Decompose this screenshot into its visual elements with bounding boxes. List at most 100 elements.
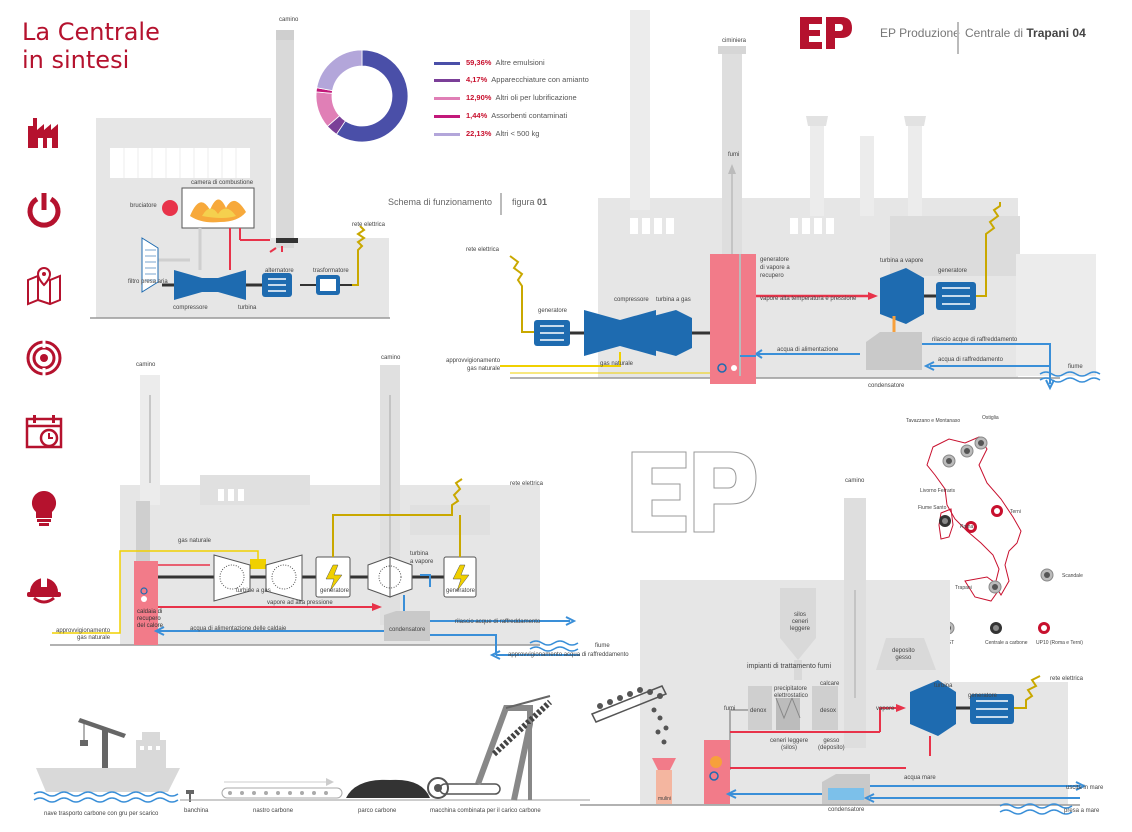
title-line-1: La Centrale [22, 18, 160, 46]
d2-gvr-line-2: di vapore a [760, 265, 790, 271]
page-title: La Centrale in sintesi [22, 18, 160, 74]
map-pin-icon[interactable] [24, 266, 64, 306]
city-trapani: Trapani [955, 585, 972, 591]
coal-parco-label: parco carbone [358, 808, 397, 814]
legend-swatch [434, 61, 460, 65]
d3-camino1-label: camino [136, 362, 156, 368]
city-terni: Terni [1010, 509, 1021, 515]
d3-alim-label: acqua di alimentazione delle caldaie [190, 626, 287, 632]
d4-presa-label: presa a mare [1064, 808, 1100, 814]
d4-desox-label: desox [820, 708, 837, 714]
legend-label: Altre emulsioni [495, 58, 545, 67]
d2-condensatore-label: condensatore [868, 383, 905, 389]
d2-turbina-vapore-label: turbina a vapore [880, 258, 924, 264]
d2-acqua-alim-label: acqua di alimentazione [777, 347, 839, 353]
d4-turbina-label: turbina [934, 683, 953, 689]
map-legend-carbone: Centrale a carbone [985, 640, 1028, 646]
d3-fiume-label: fiume [595, 643, 610, 649]
marker-terni [991, 505, 1003, 517]
plant-prefix: Centrale di [965, 26, 1024, 40]
target-icon[interactable] [24, 338, 64, 378]
legend-percent: 4,17% [466, 75, 488, 84]
d2-acqua-raff-label: acqua di raffreddamento [938, 357, 1003, 363]
d4-fumi-label: fumi [724, 706, 736, 712]
d2-rete1-label: rete elettrica [466, 247, 500, 253]
power-icon[interactable] [24, 190, 64, 230]
d4-acqua-mare-label: acqua mare [904, 775, 936, 781]
d2-ciminiera-label: ciminiera [722, 38, 747, 44]
d3-camino2-label: camino [381, 355, 401, 361]
d4-silos-line-2: ceneri [791, 619, 809, 625]
d3-rete-label: rete elettrica [510, 481, 544, 487]
d1-camera-label: camera di combustione [191, 180, 254, 186]
d1-rete-label: rete elettrica [352, 222, 386, 228]
d2-approv-line-2: gas naturale [467, 366, 501, 372]
d4-rete-label: rete elettrica [1050, 676, 1084, 682]
d4-ceneri-line-2: (silos) [781, 745, 798, 751]
marker-ostiglia [974, 436, 988, 450]
plant-number: 04 [1072, 26, 1086, 40]
d3-turbina-vap-label: turbina a vapore [410, 550, 433, 566]
legend-row-2: 4,17%Apparecchiature con amianto [434, 75, 589, 87]
d4-deposito-label: deposito gesso [892, 648, 915, 662]
calendar-clock-icon[interactable] [24, 412, 64, 452]
d3-approv-line-2: gas naturale [77, 635, 111, 641]
legend-swatch [434, 78, 460, 82]
coal-handling-diagram [33, 695, 590, 803]
legend-percent: 22,13% [466, 129, 492, 138]
hard-hat-icon[interactable] [24, 566, 64, 606]
waste-donut-chart [315, 49, 409, 143]
legend-label: Altri oli per lubrificazione [495, 93, 577, 102]
d3-gas-label: gas naturale [178, 538, 212, 544]
ep-outline-logo [631, 451, 757, 533]
d4-silos-line-1: silos [794, 612, 807, 618]
marker-roma [965, 521, 977, 533]
d3-caldaia-line-1: caldaia di [137, 609, 163, 615]
coal-nave-label: nave trasporto carbone con gru per scari… [44, 811, 159, 817]
d4-camino-label: camino [845, 478, 865, 484]
legend-row-5: 22,13%Altri < 500 kg [434, 129, 539, 141]
city-tavazzano: Tavazzano e Montanaso [906, 418, 961, 424]
legend-percent: 12,90% [466, 93, 492, 102]
city-roma: Roma [960, 524, 974, 530]
d2-fumi-label: fumi [728, 152, 740, 158]
d1-compressore-label: compressore [173, 305, 208, 311]
marker-scandale [1040, 568, 1054, 582]
legend-row-3: 12,90%Altri oli per lubrificazione [434, 93, 577, 105]
d2-generatore1-label: generatore [538, 308, 568, 314]
d4-generatore-label: generatore [968, 693, 998, 699]
d4-uscita-label: uscita in mare [1066, 785, 1104, 791]
coal-macchina-label: macchina combinata per il carico carbone [430, 808, 541, 814]
italy-map [926, 436, 1022, 602]
d4-silos-label: silos ceneri leggere [790, 612, 810, 633]
d4-deposito-line-2: gesso [895, 655, 912, 661]
d3-turbina-vap-line-1: turbina [410, 551, 429, 557]
d3-approv-label: approvvigionamento gas naturale [56, 628, 110, 642]
d2-gvr-line-1: generatore [760, 257, 790, 263]
marker-livorno [942, 454, 956, 468]
legend-label: Altri < 500 kg [495, 129, 540, 138]
d2-generatore2-label: generatore [938, 268, 968, 274]
legend-row-4: 1,44%Assorbenti contaminati [434, 111, 567, 123]
legend-swatch [434, 96, 460, 100]
figure-label: figura 01 [512, 197, 547, 207]
ep-logo [796, 14, 856, 57]
d2-gvr-label: generatore di vapore a recupero [760, 256, 790, 280]
lightbulb-icon[interactable] [24, 488, 64, 528]
d2-turbina-gas-label: turbina a gas [656, 297, 691, 303]
d4-impianti-label: impianti di trattamento fumi [747, 663, 832, 670]
d4-mulini-label: mulini [658, 796, 672, 802]
combined-cycle-diagram [500, 10, 1101, 391]
schema-title: Schema di funzionamento [388, 197, 493, 207]
d3-turbina-vap-line-2: a vapore [410, 559, 434, 565]
d1-filtro-label: filtro presa aria [128, 279, 168, 285]
d3-caldaia-line-2: recupero [137, 616, 161, 622]
city-scandale: Scandale [1062, 573, 1083, 579]
factory-icon[interactable] [24, 112, 64, 152]
d2-rilascio-label: rilascio acque di raffreddamento [932, 337, 1018, 343]
d3-vapore-label: vapore ad alta pressione [267, 600, 333, 606]
d4-silos-line-3: leggere [790, 626, 811, 632]
coal-banchina-label: banchina [184, 808, 209, 814]
d3-generatore1-label: generatore [320, 588, 350, 594]
d2-gvr-line-3: recupero [760, 273, 784, 279]
